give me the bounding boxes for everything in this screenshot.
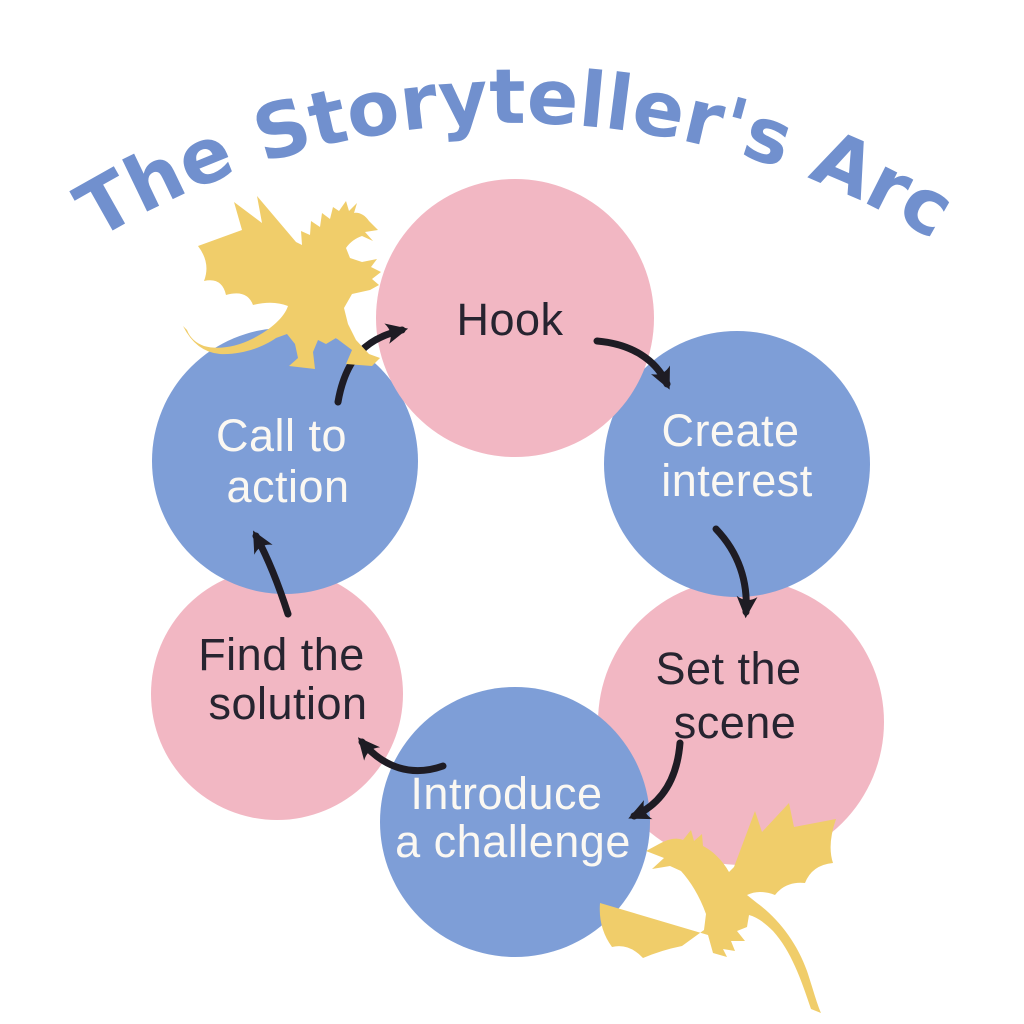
step-label-find-the-solution: Find the solution [198,629,378,729]
step-label-hook: Hook [456,294,563,345]
step-circle-find-the-solution [151,568,403,820]
arrow-introduce-a-challenge-to-find-the-solution [357,737,447,775]
arrow-create-interest-to-set-the-scene [712,525,758,619]
step-circle-set-the-scene [598,579,884,865]
step-circle-introduce-a-challenge [380,687,650,957]
step-label-set-the-scene: Set the scene [655,643,814,748]
arrow-find-the-solution-to-call-to-action [252,530,292,618]
arrow-set-the-scene-to-introduce-a-challenge [628,739,684,820]
step-label-create-interest: Create interest [661,405,813,506]
step-label-call-to-action: Call to action [216,410,360,512]
step-circle-call-to-action [152,328,418,594]
step-circle-create-interest [604,331,870,597]
step-label-introduce-a-challenge: Introduce a challenge [395,768,631,867]
dragon-top-left-icon [183,196,381,369]
step-circle-hook [376,179,654,457]
dragon-bottom-right-icon [599,803,836,1013]
arrow-hook-to-create-interest [593,337,671,390]
